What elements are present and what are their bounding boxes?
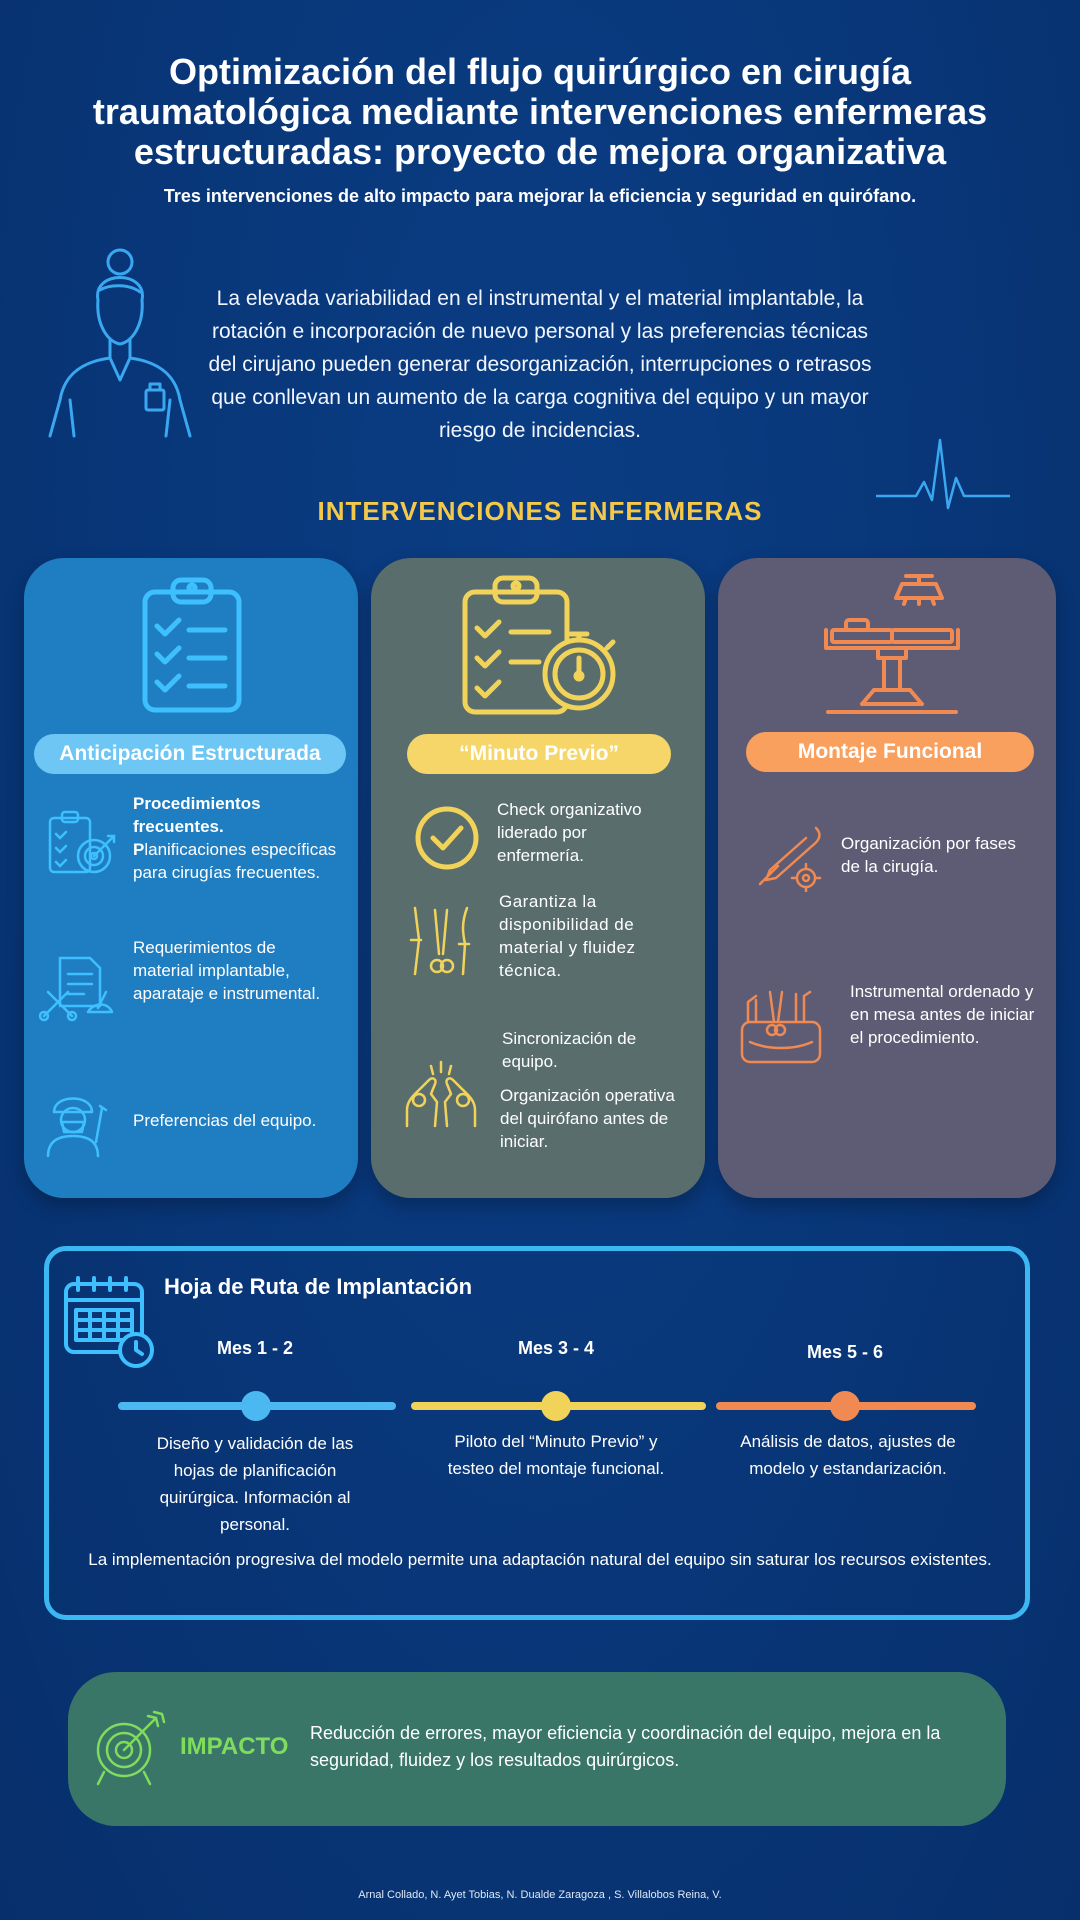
- month-5-6: Mes 5 - 6: [806, 1342, 884, 1362]
- authors-footer: Arnal Collado, N. Ayet Tobias, N. Dualde…: [358, 1889, 722, 1901]
- nurse-icon: [48, 248, 192, 438]
- phase-3-text: Análisis de datos, ajustes de modelo y e…: [740, 1432, 956, 1478]
- item-garantiza: Garantiza la disponibilidad de material …: [499, 892, 636, 980]
- high-five-icon: [405, 1060, 477, 1128]
- impact-label: IMPACTO: [180, 1733, 289, 1760]
- intro-paragraph: La elevada variabilidad en el instrument…: [208, 287, 872, 442]
- card-anticipacion: Anticipación Estructurada Procedimientos…: [24, 558, 358, 1198]
- card-montaje-funcional: Montaje Funcional Organización por fases…: [718, 558, 1056, 1198]
- month-1-2: Mes 1 - 2: [216, 1338, 294, 1358]
- scalpel-scissors-icon: [409, 906, 471, 976]
- roadmap-footer: La implementación progresiva del modelo …: [88, 1550, 992, 1569]
- scalpel-gear-icon: [758, 826, 822, 892]
- item-procedimientos: Procedimientos frecuentes. Planificacion…: [133, 792, 343, 884]
- phase-3-dot: [830, 1391, 860, 1421]
- impact-text: Reducción de errores, mayor eficiencia y…: [310, 1723, 941, 1770]
- phase-2-text: Piloto del “Minuto Previo” y testeo del …: [447, 1432, 665, 1478]
- calendar-clock-icon: [64, 1276, 154, 1368]
- month-3-4: Mes 3 - 4: [517, 1338, 595, 1358]
- phase-1-dot: [241, 1391, 271, 1421]
- item-procedimientos-text: lanificaciones específicas para cirugías…: [133, 840, 337, 882]
- roadmap-title: Hoja de Ruta de Implantación: [164, 1274, 473, 1299]
- target-arrow-icon: [96, 1710, 166, 1786]
- item-sincronizacion: Sincronización de equipo.: [502, 1029, 637, 1071]
- card-title-anticipacion: Anticipación Estructurada: [34, 734, 346, 774]
- card-title-minuto-previo: “Minuto Previo”: [407, 734, 671, 774]
- target-clipboard-icon: [48, 810, 116, 874]
- phase-2-dot: [541, 1391, 571, 1421]
- clipboard-stopwatch-icon: [462, 575, 616, 715]
- item-procedimientos-initial: P: [133, 840, 145, 859]
- page-title: Optimización del flujo quirúrgico en cir…: [92, 51, 988, 172]
- item-instrumental: Instrumental ordenado y en mesa antes de…: [850, 982, 1035, 1047]
- phase-1-text: Diseño y validación de las hojas de plan…: [156, 1434, 354, 1534]
- roadmap-box: [44, 1246, 1030, 1620]
- surgeon-icon: [46, 1097, 108, 1158]
- item-check-organizativo: Check organizativo liderado por enfermer…: [497, 800, 642, 865]
- operating-table-icon: [824, 574, 960, 714]
- instrument-tray-icon: [740, 990, 822, 1064]
- item-organizacion-fases: Organización por fases de la cirugía.: [841, 834, 1016, 876]
- item-preferencias: Preferencias del equipo.: [133, 1111, 317, 1130]
- card-title-montaje: Montaje Funcional: [746, 732, 1034, 772]
- item-procedimientos-bold: Procedimientos frecuentes.: [133, 794, 261, 836]
- item-organizacion-operativa: Organización operativa del quirófano ant…: [500, 1086, 675, 1151]
- interventions-title: INTERVENCIONES ENFERMERAS: [317, 496, 763, 526]
- item-requerimientos: Requerimientos de material implantable, …: [133, 938, 321, 1003]
- heartbeat-icon: [876, 438, 1010, 510]
- clipboard-checklist-icon: [142, 577, 242, 713]
- impact-box: [68, 1672, 1006, 1826]
- check-circle-icon: [415, 806, 479, 870]
- surgical-tools-document-icon: [38, 956, 114, 1022]
- page-subtitle: Tres intervenciones de alto impacto para…: [163, 186, 917, 206]
- card-minuto-previo: “Minuto Previo” Check organizativo lider…: [371, 558, 705, 1198]
